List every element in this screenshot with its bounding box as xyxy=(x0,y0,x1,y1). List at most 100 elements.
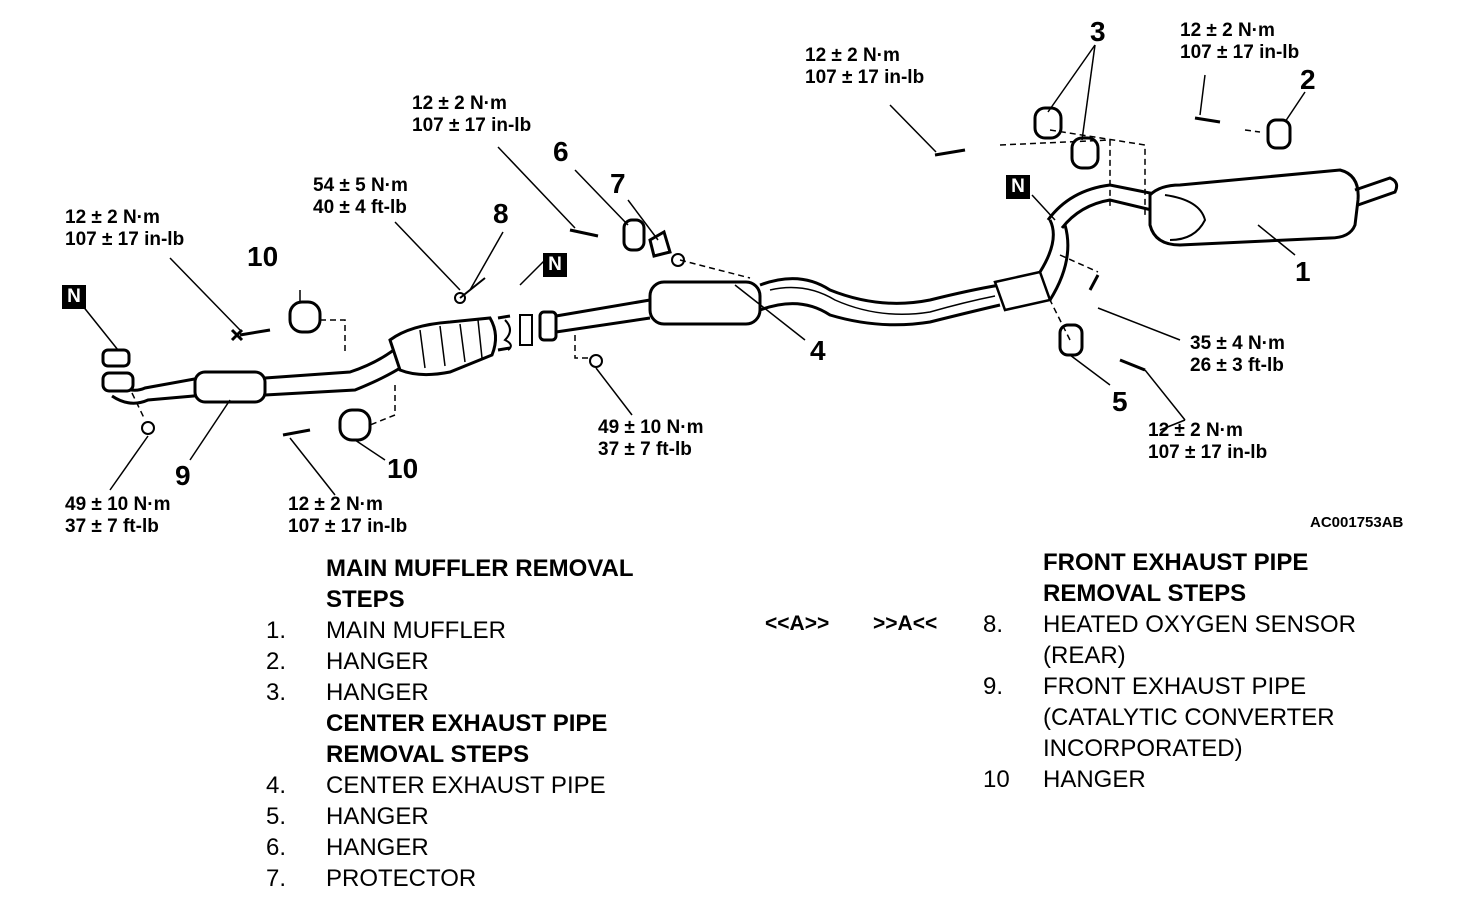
torque-value-nm: 35 ± 4 N·m xyxy=(1190,333,1285,354)
torque-value-nm: 49 ± 10 N·m xyxy=(598,417,704,438)
step-number xyxy=(983,702,1043,733)
callout-8: 8 xyxy=(493,198,509,229)
step-item: (CATALYTIC CONVERTER xyxy=(983,702,1356,733)
step-item: 9.FRONT EXHAUST PIPE xyxy=(983,671,1356,702)
step-text: HANGER xyxy=(1043,766,1146,793)
hanger-6 xyxy=(622,218,646,252)
steps-heading: FRONT EXHAUST PIPE xyxy=(983,547,1356,578)
step-item: 3. HANGER xyxy=(266,677,634,708)
torque-value-imperial: 107 ± 17 in-lb xyxy=(65,229,185,250)
step-number: 6. xyxy=(266,834,287,861)
service-mark-a-left: <<A>> xyxy=(765,612,830,635)
step-number: 8. xyxy=(983,611,1004,638)
step-item: 6. HANGER xyxy=(266,832,634,863)
torque-value-imperial: 107 ± 17 in-lb xyxy=(1148,442,1268,463)
step-number xyxy=(983,640,1043,671)
main-muffler xyxy=(1148,168,1360,247)
callout-10-lower: 10 xyxy=(387,453,419,484)
callout-10-upper: 10 xyxy=(247,241,279,272)
step-item: 2. HANGER xyxy=(266,646,634,677)
callout-7: 7 xyxy=(610,168,626,199)
callout-1: 1 xyxy=(1295,256,1311,287)
hanger-10-lower xyxy=(338,408,372,442)
steps-heading: CENTER EXHAUST PIPE xyxy=(266,708,634,739)
figure-id: AC001753AB xyxy=(1310,514,1404,531)
step-text: FRONT EXHAUST PIPE xyxy=(1043,549,1309,576)
hanger-3b xyxy=(1070,136,1100,170)
step-number xyxy=(983,733,1043,764)
callout-5: 5 xyxy=(1112,386,1128,417)
steps-heading: REMOVAL STEPS xyxy=(983,578,1356,609)
protector-7 xyxy=(648,229,672,258)
step-text: HANGER xyxy=(326,679,429,706)
torque-value-imperial: 107 ± 17 in-lb xyxy=(288,516,408,537)
center-exhaust-pipe xyxy=(555,298,651,318)
step-text: CENTER EXHAUST PIPE xyxy=(326,710,608,737)
step-text: INCORPORATED) xyxy=(1043,735,1243,762)
hanger-5 xyxy=(1058,323,1084,357)
steps-heading: MAIN MUFFLER REMOVAL xyxy=(266,553,634,584)
step-text: MAIN MUFFLER xyxy=(326,617,506,644)
step-number: 9. xyxy=(983,673,1004,700)
step-number xyxy=(266,584,326,615)
torque-value-nm: 12 ± 2 N·m xyxy=(805,45,900,66)
step-item: INCORPORATED) xyxy=(983,733,1356,764)
step-item: 5.HANGER xyxy=(266,801,634,832)
torque-value-imperial: 107 ± 17 in-lb xyxy=(805,67,925,88)
step-text: HANGER xyxy=(326,803,429,830)
step-text: MAIN MUFFLER REMOVAL xyxy=(326,555,634,582)
step-number xyxy=(266,553,326,584)
step-number xyxy=(266,708,326,739)
step-number: 4. xyxy=(266,772,287,799)
step-text: HANGER xyxy=(326,648,429,675)
service-mark-a-right: >>A<< xyxy=(873,612,938,635)
step-text: (CATALYTIC CONVERTER xyxy=(1043,704,1335,731)
step-number: 3. xyxy=(266,679,287,706)
torque-value-imperial: 26 ± 3 ft-lb xyxy=(1190,355,1284,376)
flange-joint xyxy=(497,314,511,352)
step-item: 1.MAIN MUFFLER xyxy=(266,615,634,646)
step-text: STEPS xyxy=(326,586,405,613)
step-number xyxy=(983,578,1043,609)
step-item: 7. PROTECTOR xyxy=(266,863,634,894)
step-text: CENTER EXHAUST PIPE xyxy=(326,772,606,799)
torque-value-nm: 12 ± 2 N·m xyxy=(288,494,383,515)
callout-2: 2 xyxy=(1300,64,1316,95)
step-item: 8. HEATED OXYGEN SENSOR xyxy=(983,609,1356,640)
step-number: 7. xyxy=(266,865,287,892)
center-resonator xyxy=(648,280,762,326)
step-item: 4. CENTER EXHAUST PIPE xyxy=(266,770,634,801)
torque-value-nm: 12 ± 2 N·m xyxy=(412,93,507,114)
step-text: REMOVAL STEPS xyxy=(326,741,530,768)
torque-value-nm: 12 ± 2 N·m xyxy=(1148,420,1243,441)
hanger-2 xyxy=(1266,118,1292,150)
torque-value-nm: 12 ± 2 N·m xyxy=(65,207,160,228)
torque-value-nm: 49 ± 10 N·m xyxy=(65,494,171,515)
hanger-3a xyxy=(1033,106,1063,140)
callout-4: 4 xyxy=(810,335,826,366)
n-marker-front: N xyxy=(62,285,86,309)
torque-value-nm: 12 ± 2 N·m xyxy=(1180,20,1275,41)
torque-value-imperial: 107 ± 17 in-lb xyxy=(412,115,532,136)
n-marker-rear: N xyxy=(1006,175,1030,199)
torque-value-nm: 54 ± 5 N·m xyxy=(313,175,408,196)
step-text: HEATED OXYGEN SENSOR xyxy=(1043,611,1356,638)
step-number: 2. xyxy=(266,648,287,675)
step-text: PROTECTOR xyxy=(326,865,477,892)
torque-value-imperial: 37 ± 7 ft-lb xyxy=(598,439,692,460)
step-text: HANGER xyxy=(326,834,429,861)
n-marker-center: N xyxy=(543,253,567,277)
